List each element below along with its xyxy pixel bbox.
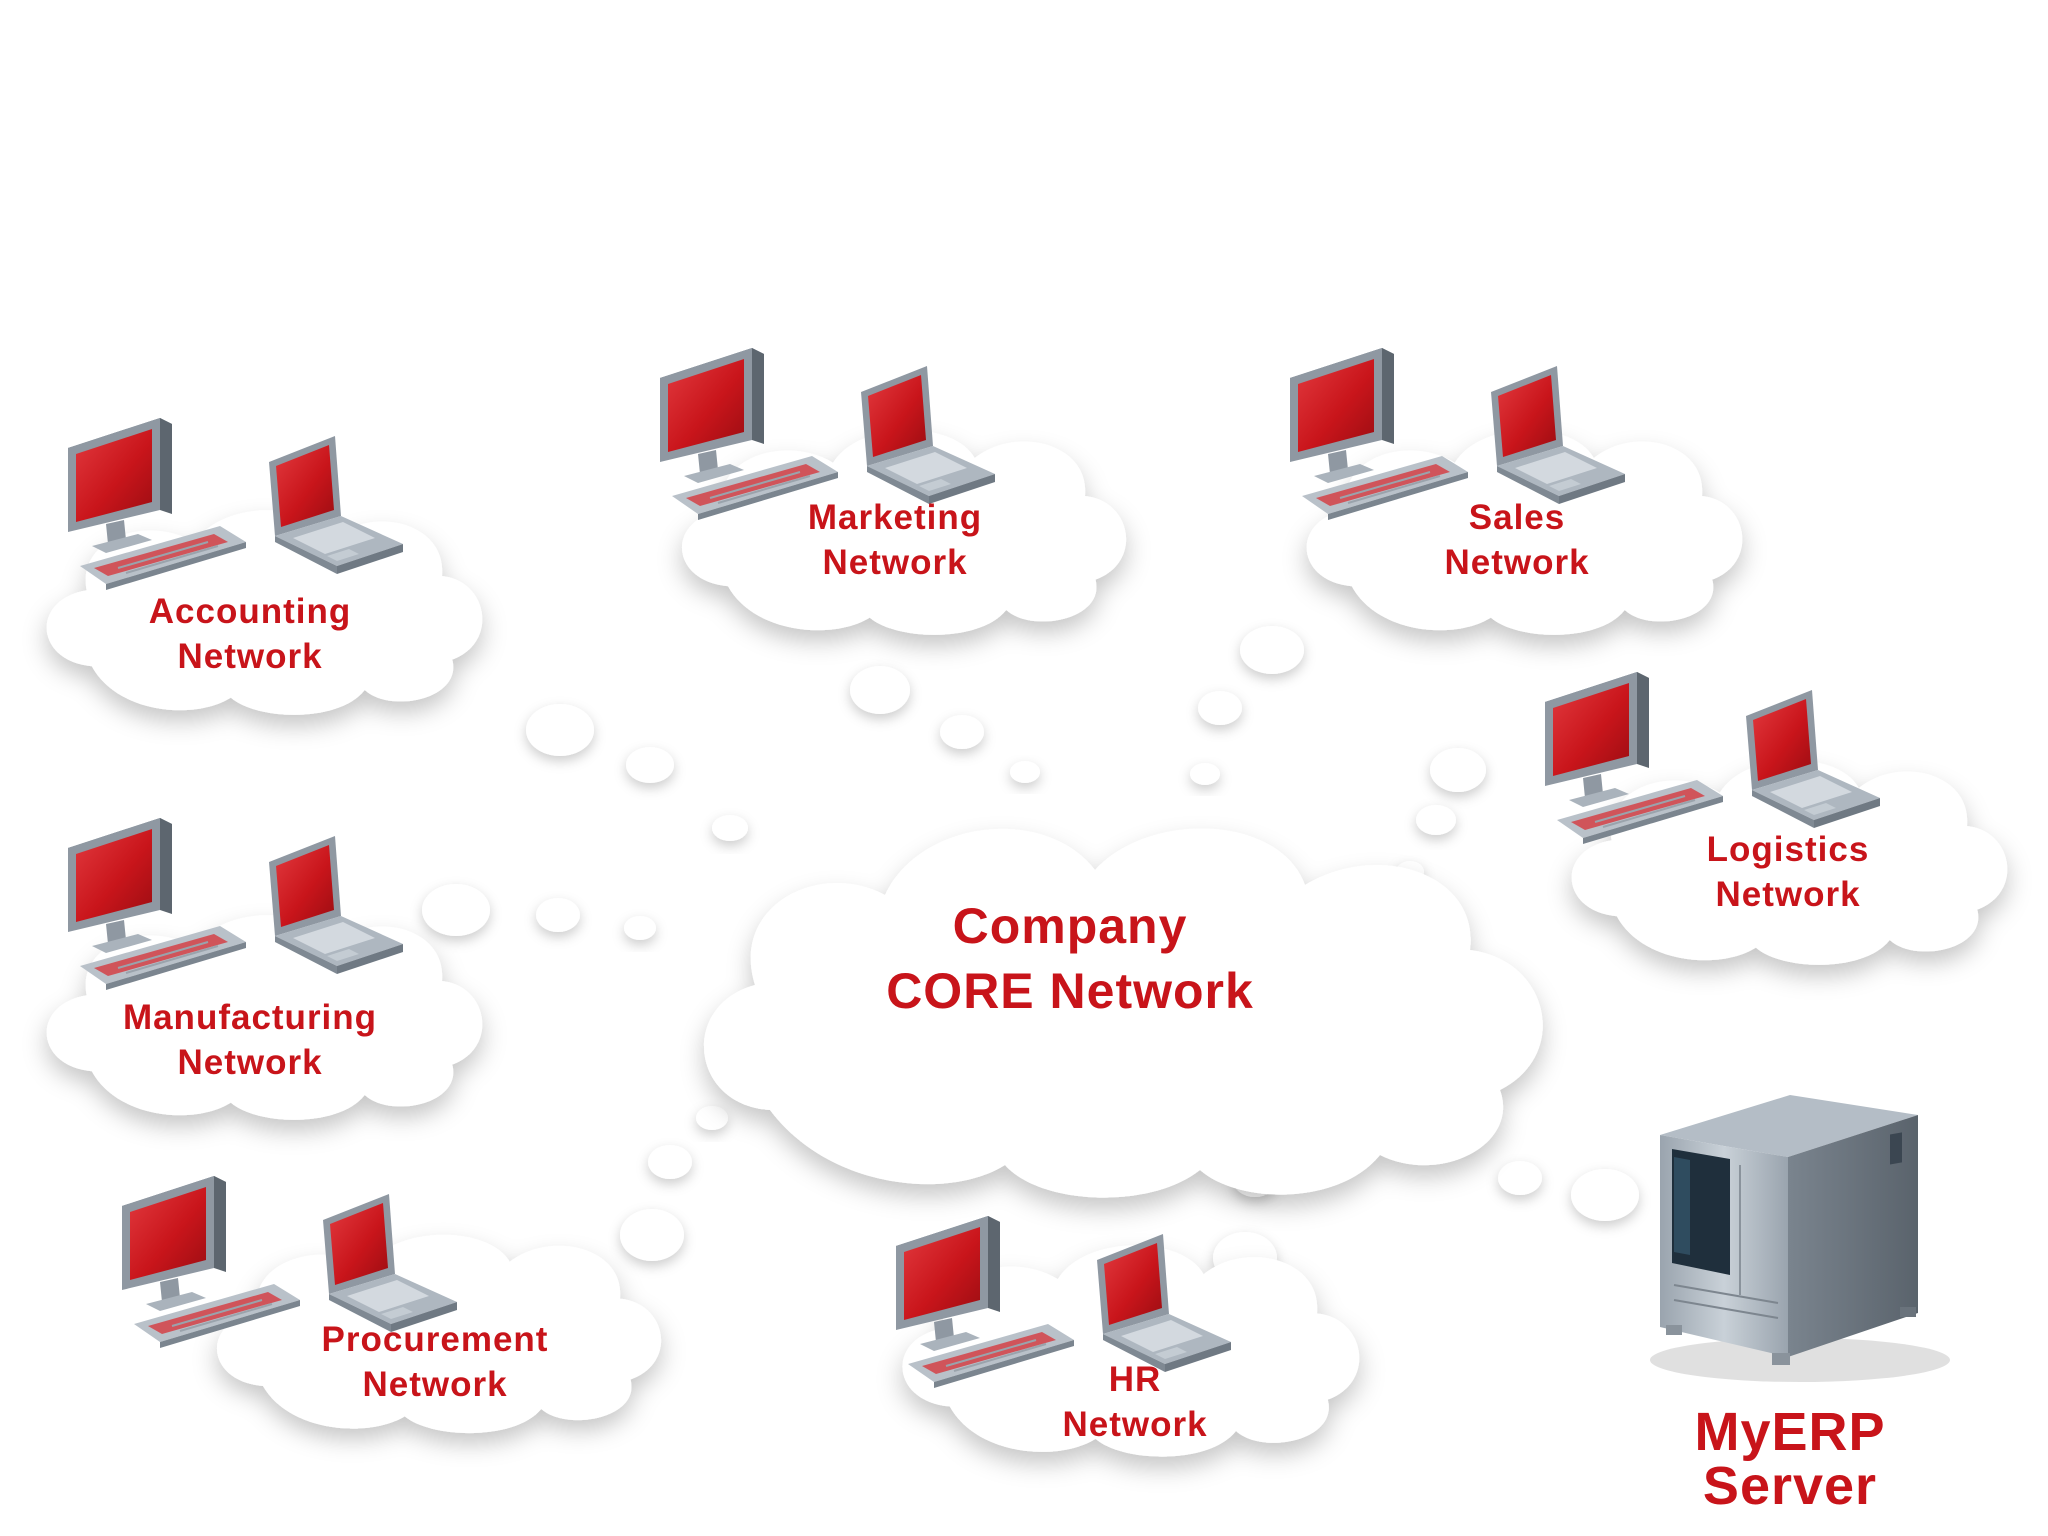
server-label: MyERP Server (1620, 1405, 1960, 1513)
label-line: MyERP (1694, 1402, 1886, 1462)
label-line: Manufacturing (122, 998, 378, 1037)
puff (620, 1209, 684, 1261)
puff (940, 715, 984, 749)
puff (626, 747, 674, 783)
logistics-network-label: Logistics Network (1638, 828, 1938, 918)
label-line: CORE Network (886, 963, 1254, 1019)
label-line: Network (177, 636, 323, 676)
core-cloud (703, 828, 1543, 1198)
label-line: Logistics (1706, 830, 1870, 869)
puff (422, 884, 490, 936)
puff (696, 1106, 728, 1130)
label-line: Network (1444, 542, 1590, 582)
puff (712, 815, 748, 841)
puff (850, 666, 910, 714)
label-line: Server (1702, 1456, 1878, 1516)
manufacturing-network-label: Manufacturing Network (70, 996, 430, 1086)
label-line: Network (822, 542, 968, 582)
puff (624, 916, 656, 940)
puff (1416, 805, 1456, 835)
label-line: Procurement (321, 1320, 549, 1359)
label-line: Marketing (807, 498, 983, 537)
procurement-network-label: Procurement Network (275, 1318, 595, 1408)
marketing-network-label: Marketing Network (745, 496, 1045, 586)
server-tower-icon (1650, 1095, 1950, 1382)
puff (536, 898, 580, 932)
label-line: Network (1715, 874, 1861, 914)
cloud-icon (703, 828, 1543, 1198)
puff (1571, 1169, 1639, 1221)
puff (1198, 691, 1242, 725)
core-network-label: Company CORE Network (800, 894, 1340, 1024)
puff (1240, 626, 1304, 674)
label-line: Accounting (148, 592, 352, 631)
puff (1498, 1161, 1542, 1195)
hr-network-label: HR Network (985, 1358, 1285, 1448)
label-line: Sales (1468, 498, 1566, 537)
label-line: HR (1108, 1360, 1162, 1399)
label-line: Network (1062, 1404, 1208, 1444)
label-line: Network (362, 1364, 508, 1404)
puff (526, 704, 594, 756)
puff (648, 1145, 692, 1179)
accounting-network-label: Accounting Network (100, 590, 400, 680)
puff (1190, 763, 1220, 785)
puff (1010, 761, 1040, 783)
sales-network-label: Sales Network (1367, 496, 1667, 586)
label-line: Company (952, 898, 1188, 954)
label-line: Network (177, 1042, 323, 1082)
puff (1430, 748, 1486, 792)
